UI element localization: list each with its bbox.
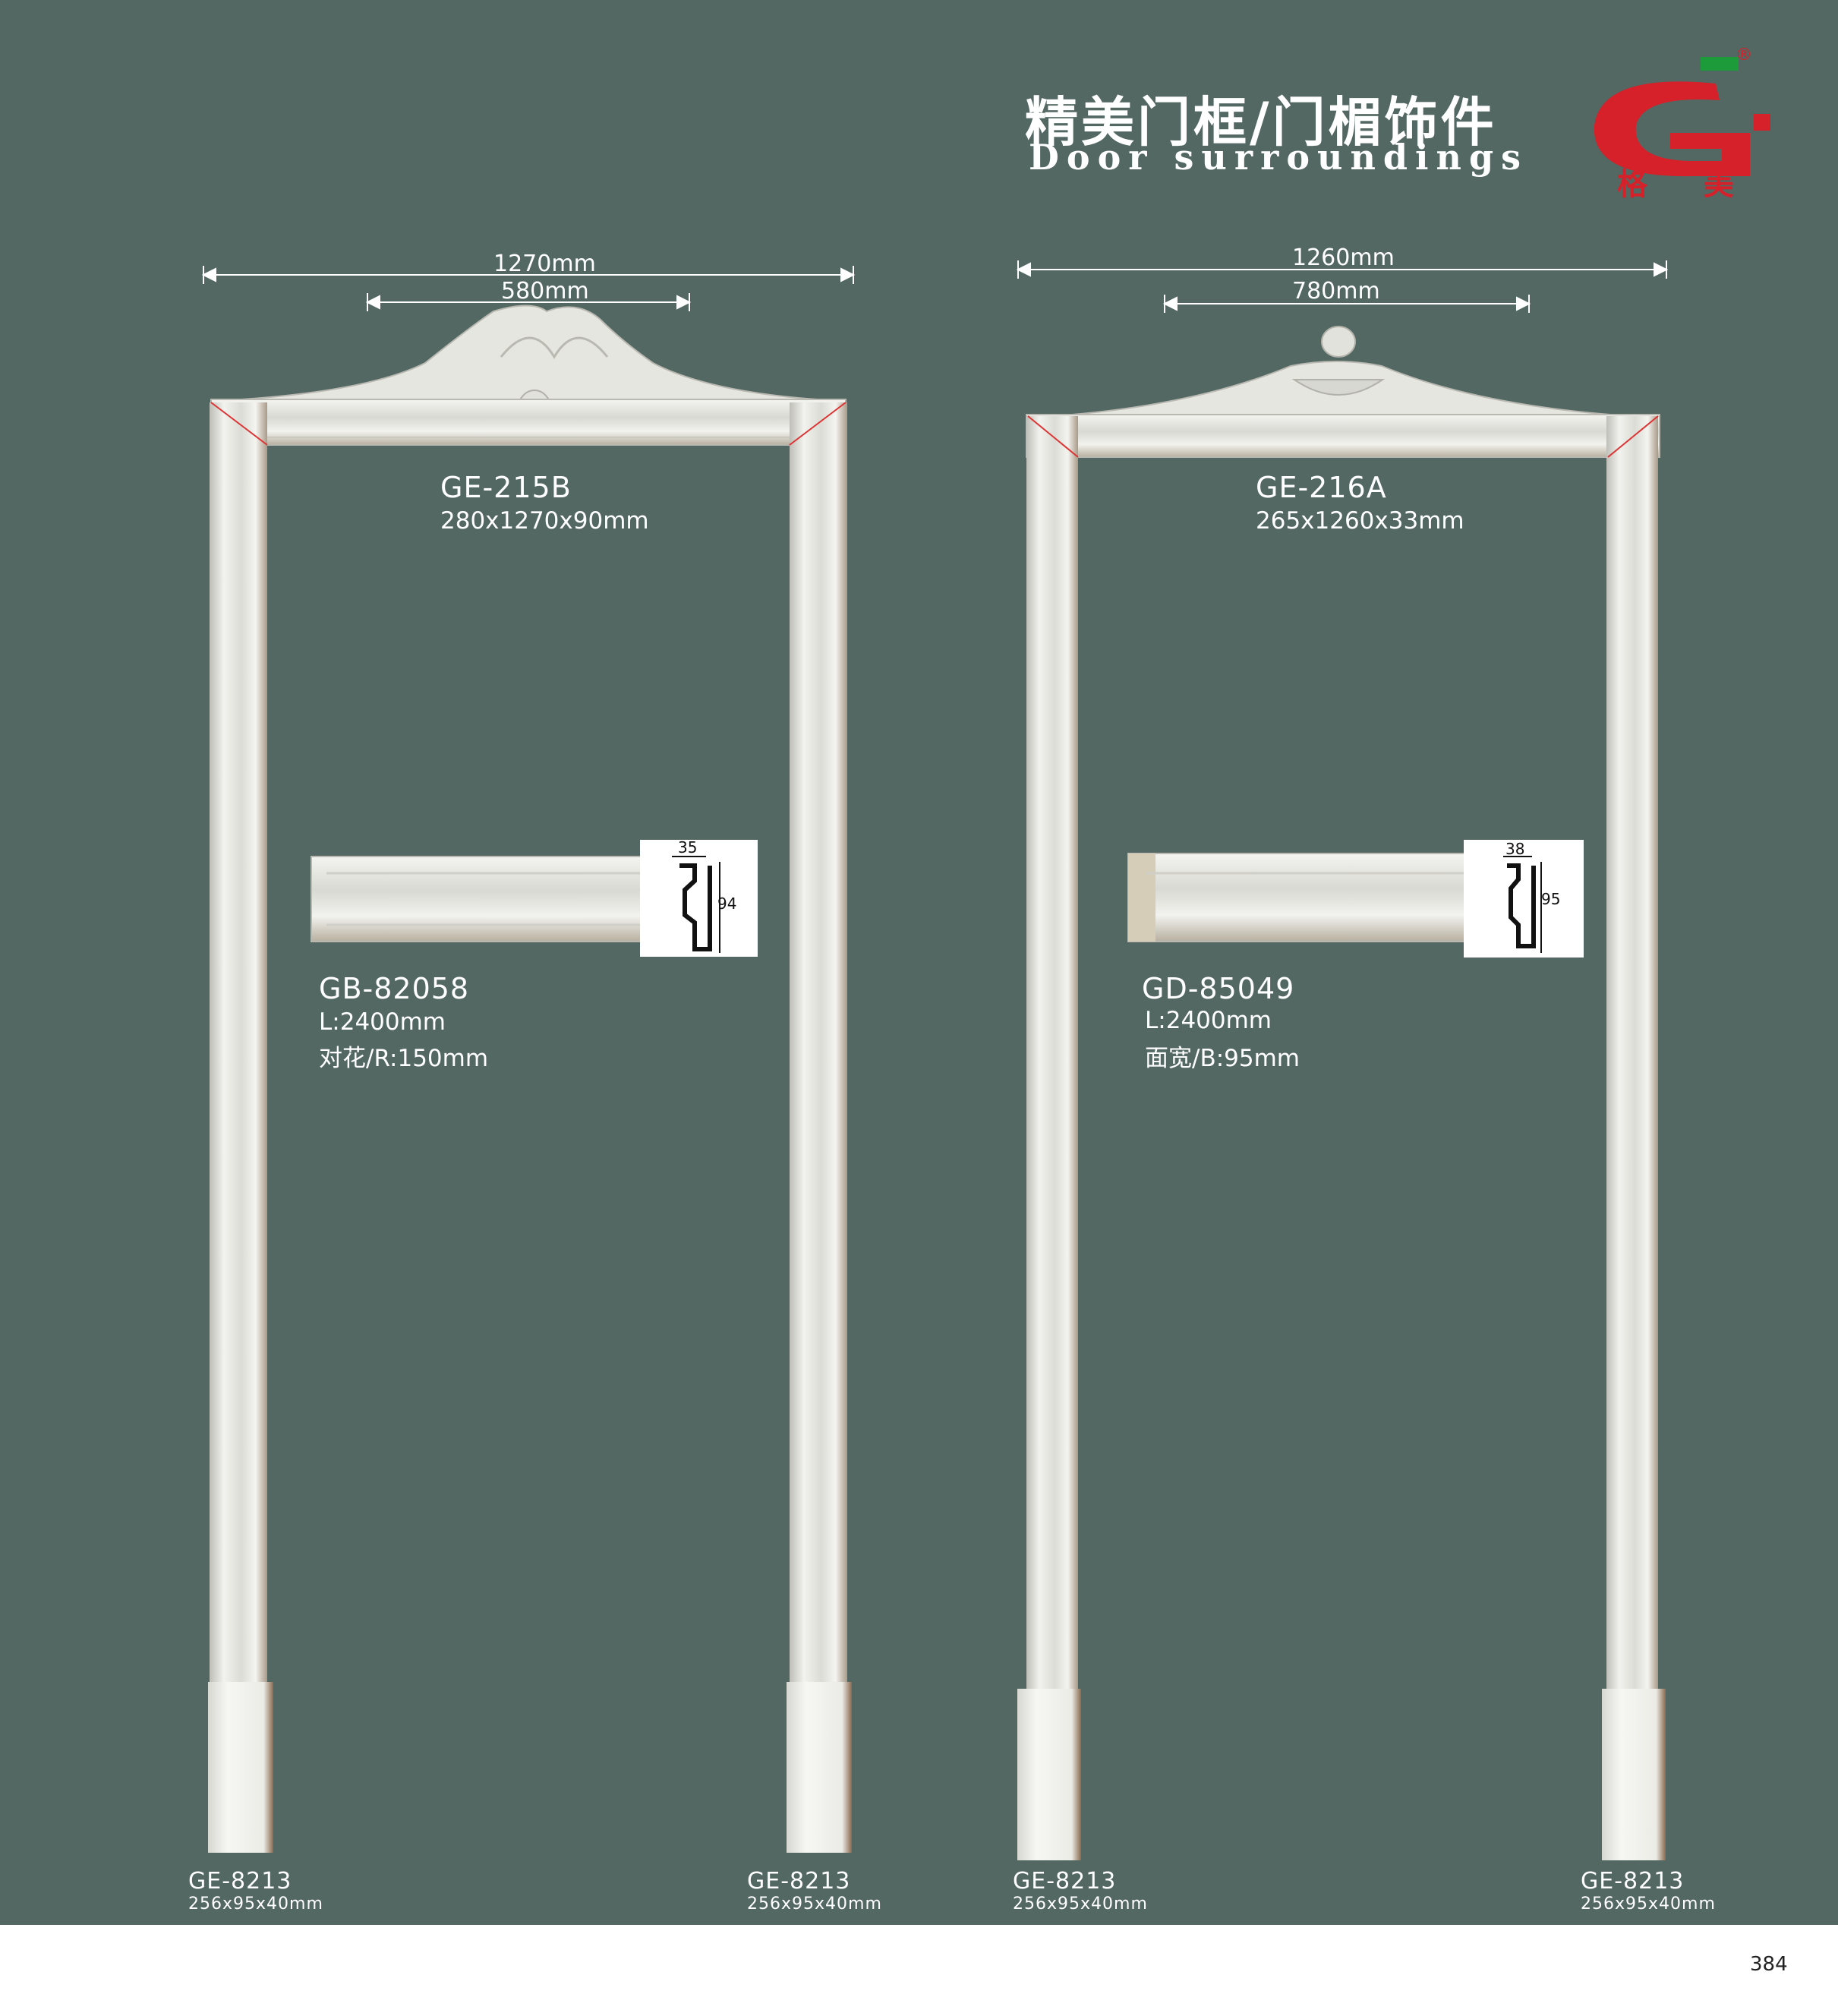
right-casing-length: L:2400mm [1145, 1007, 1272, 1034]
right-frame [1016, 260, 1669, 1860]
registered-mark: ® [1736, 46, 1752, 65]
casing-sample-gb82058 [311, 856, 643, 942]
right-inner-width-label: 780mm [1292, 278, 1380, 304]
right-post-right [1606, 416, 1658, 1692]
right-casing-model: GD-85049 [1142, 972, 1295, 1005]
right-profile-shape [1507, 863, 1536, 948]
right-casing-face: 面宽/B:95mm [1145, 1045, 1300, 1072]
logo-text: 格 美 [1617, 167, 1757, 202]
left-header-model: GE-215B [440, 471, 572, 504]
right-profile-height: 95 [1541, 890, 1561, 908]
right-post-left [1026, 416, 1078, 1692]
left-crown-ornament [216, 304, 843, 402]
left-base-left-size: 256x95x40mm [188, 1895, 323, 1913]
right-base-right-size: 256x95x40mm [1581, 1895, 1716, 1913]
left-base-left-model: GE-8213 [188, 1868, 292, 1895]
right-header-bar [1026, 414, 1660, 458]
left-width-label: 1270mm [493, 251, 596, 277]
left-profile-width: 35 [678, 838, 698, 857]
logo-g-mark [1594, 81, 1750, 177]
right-base-left-size: 256x95x40mm [1013, 1895, 1148, 1913]
right-header-model: GE-216A [1256, 471, 1387, 504]
casing-sample-gd85049 [1127, 853, 1466, 942]
right-base-right [1602, 1689, 1666, 1860]
catalog-page [0, 0, 1838, 1925]
right-profile-box [1464, 840, 1584, 958]
right-base-right-model: GE-8213 [1581, 1868, 1685, 1895]
right-header-size: 265x1260x33mm [1256, 507, 1464, 535]
right-width-label: 1260mm [1292, 245, 1395, 271]
left-profile-height: 94 [717, 894, 737, 913]
left-base-left [208, 1682, 273, 1853]
left-casing-length: L:2400mm [319, 1008, 446, 1036]
left-frame [201, 266, 856, 1853]
page-title-chinese: 精美门框/门楣饰件 [1025, 91, 1497, 153]
left-profile-shape [679, 863, 712, 951]
right-base-left [1017, 1689, 1081, 1860]
page-title-english: Door surroundings [1029, 137, 1529, 178]
left-header-size: 280x1270x90mm [440, 507, 649, 535]
left-base-right-size: 256x95x40mm [747, 1895, 882, 1913]
right-profile-width: 38 [1505, 840, 1525, 858]
left-width-dimension-line [201, 266, 856, 311]
right-base-left-model: GE-8213 [1013, 1868, 1117, 1895]
left-casing-model: GB-82058 [319, 972, 470, 1005]
left-base-right [787, 1682, 852, 1853]
page-number: 384 [1750, 1953, 1788, 1976]
left-base-right-model: GE-8213 [747, 1868, 851, 1895]
right-width-dimension-line [1016, 260, 1669, 313]
left-post-right [790, 402, 847, 1686]
left-inner-width-label: 580mm [501, 278, 589, 304]
brand-logo [1594, 57, 1770, 177]
left-profile-box [640, 840, 758, 957]
left-casing-repeat: 对花/R:150mm [319, 1045, 489, 1072]
left-post-left [210, 402, 267, 1686]
